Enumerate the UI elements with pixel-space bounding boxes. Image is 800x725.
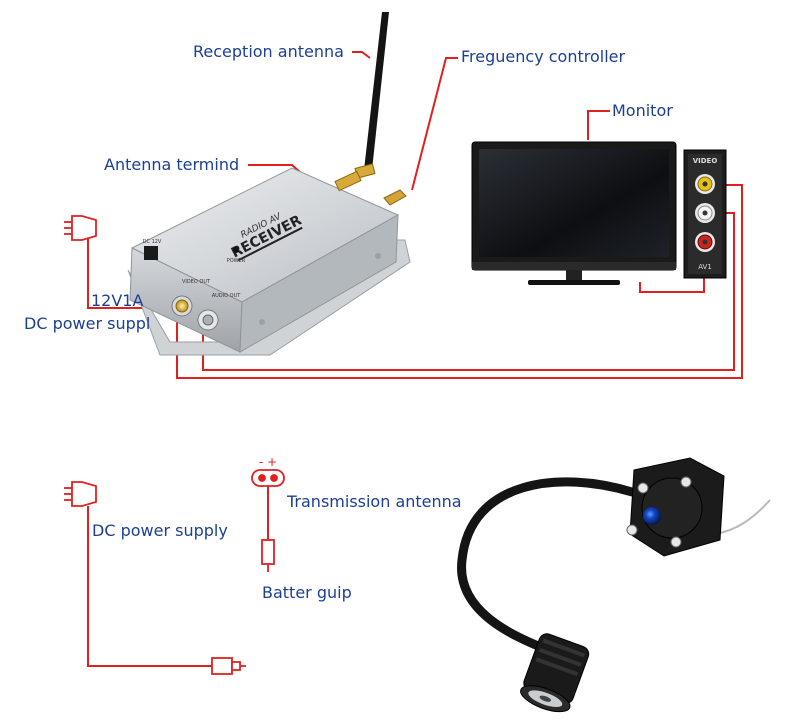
label-frequency-controller: Freguency controller [461, 47, 626, 66]
leader-reception-antenna [352, 51, 371, 59]
label-dc-power-top: DC power suppl [24, 314, 151, 333]
monitor-tv [471, 141, 677, 285]
monitor-av-panel: VIDEO AV1 [683, 149, 727, 279]
label-battery-clip: Batter guip [262, 583, 352, 602]
label-dc-power-bottom: DC power supply [92, 521, 228, 540]
label-reception-antenna: Reception antenna [193, 42, 344, 61]
label-monitor: Monitor [612, 101, 673, 120]
reception-antenna [334, 12, 389, 192]
battery-clip-icon [251, 469, 285, 572]
dc-port [144, 246, 158, 260]
video-out-jack [175, 299, 189, 313]
label-antenna-terminal: Antenna termind [104, 155, 240, 174]
label-power-rating: 12V1A [91, 291, 144, 310]
battery-polarity: - + [259, 455, 277, 469]
dc-port-label: DC 12V [143, 239, 162, 245]
wire-dc-power-bottom [87, 506, 212, 667]
camera-lens [643, 507, 661, 525]
dc-plug-icon-bottom [64, 481, 97, 507]
dc-plug-icon-top [64, 215, 97, 241]
power-led [233, 247, 239, 253]
av-panel-footer: AV1 [698, 263, 712, 271]
wiring-bottom [87, 486, 269, 667]
leader-monitor [587, 110, 610, 140]
camera-assembly [457, 457, 771, 713]
leader-frequency-controller [411, 57, 458, 191]
audio-out-jack [202, 314, 214, 326]
dc-barrel-plug-icon [211, 657, 246, 675]
av-panel-header: VIDEO [693, 157, 718, 165]
leader-antenna-terminal [248, 164, 301, 173]
power-led-label: POWER [227, 258, 246, 264]
av-receiver: RADIO AV RECEIVER POWER DC 12V VIDEO OUT… [127, 167, 411, 356]
label-transmission-antenna: Transmission antenna [287, 492, 462, 511]
video-out-label: VIDEO OUT [182, 279, 211, 285]
audio-out-label: AUDIO OUT [212, 293, 242, 299]
wire-video-out [176, 184, 743, 379]
wire-monitor-loop [639, 278, 705, 293]
monitor-screen [479, 149, 669, 257]
